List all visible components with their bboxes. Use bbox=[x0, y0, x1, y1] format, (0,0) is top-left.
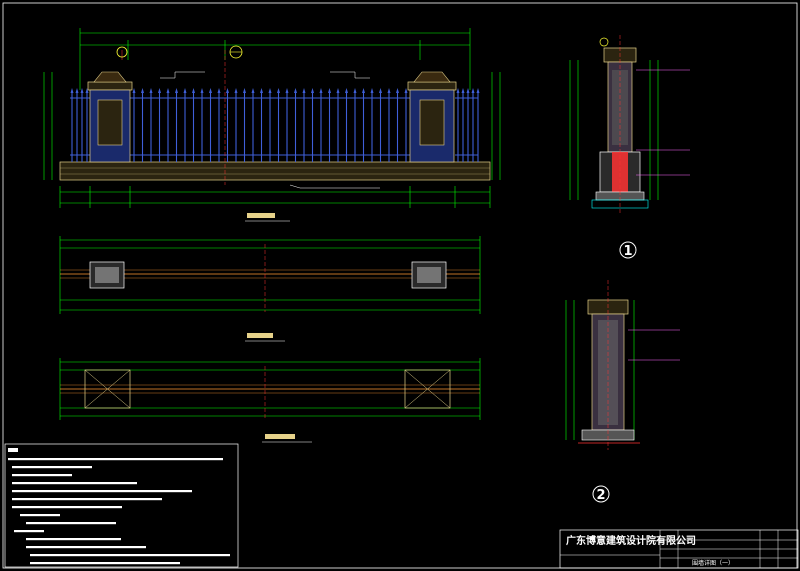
plan1-left-pillar bbox=[89, 261, 125, 289]
right-spear-3 bbox=[471, 88, 475, 93]
note-line-11 bbox=[26, 546, 146, 549]
note-line-9 bbox=[14, 530, 44, 533]
left-spear-3 bbox=[85, 88, 89, 93]
note-line-10 bbox=[26, 538, 121, 541]
elevation-bottom-dimensions bbox=[59, 186, 491, 208]
middle-spear-9 bbox=[209, 88, 212, 93]
note-line-2 bbox=[12, 474, 72, 477]
elevation-title-label bbox=[247, 213, 275, 218]
note-line-0 bbox=[8, 458, 223, 461]
fence-plan-view-1 bbox=[59, 236, 481, 342]
elevation-top-dimensions bbox=[79, 28, 471, 90]
note-line-4 bbox=[12, 490, 192, 493]
middle-spear-24 bbox=[336, 88, 340, 93]
section2-number: 2 bbox=[596, 488, 605, 503]
middle-spear-2 bbox=[149, 88, 153, 93]
right-spear-1 bbox=[461, 88, 465, 93]
note-line-6 bbox=[12, 506, 122, 509]
middle-spear-22 bbox=[319, 88, 323, 93]
middle-spear-7 bbox=[192, 88, 195, 93]
fence-bars-middle bbox=[132, 88, 408, 162]
section1-top-marker bbox=[599, 37, 609, 47]
section1-number: 1 bbox=[623, 244, 632, 259]
note-line-7 bbox=[20, 514, 60, 517]
section-detail-2: 2 bbox=[565, 280, 680, 503]
right-pillar bbox=[407, 71, 457, 163]
section-detail-1: 1 bbox=[569, 35, 690, 259]
middle-spear-12 bbox=[234, 88, 238, 93]
middle-spear-25 bbox=[345, 88, 348, 93]
note-line-13 bbox=[30, 562, 180, 565]
middle-spear-10 bbox=[217, 88, 221, 93]
note-line-3 bbox=[12, 482, 137, 485]
section1-marker: 1 bbox=[619, 241, 637, 259]
middle-spear-1 bbox=[141, 88, 144, 93]
note-line-5 bbox=[12, 498, 162, 501]
middle-spear-4 bbox=[166, 88, 170, 93]
note-line-1 bbox=[12, 466, 92, 469]
brick-base-wall bbox=[59, 161, 491, 181]
left-spear-0 bbox=[70, 88, 74, 93]
middle-spear-6 bbox=[183, 88, 187, 93]
plan2-title-label bbox=[265, 434, 295, 439]
middle-spear-11 bbox=[226, 88, 229, 93]
middle-spear-18 bbox=[285, 88, 289, 93]
middle-spear-15 bbox=[260, 88, 263, 93]
elevation-side-dimensions bbox=[43, 72, 501, 180]
fence-bars-left bbox=[70, 88, 89, 162]
middle-spear-20 bbox=[302, 88, 306, 93]
company-name: 广东博意建筑设计院有限公司 bbox=[566, 534, 696, 547]
right-spear-4 bbox=[476, 88, 480, 93]
middle-spear-16 bbox=[268, 88, 272, 93]
section1-leaders bbox=[636, 69, 690, 176]
notes-text-lines bbox=[8, 458, 230, 565]
middle-spear-31 bbox=[396, 88, 399, 93]
middle-spear-17 bbox=[277, 88, 280, 93]
fence-plan-view-2 bbox=[59, 358, 481, 443]
right-spear-2 bbox=[466, 88, 470, 93]
middle-spear-30 bbox=[387, 88, 391, 93]
plan2-left-footing bbox=[84, 369, 131, 409]
brick-hatch bbox=[60, 167, 490, 175]
middle-spear-14 bbox=[251, 88, 255, 93]
section-marker-top-1 bbox=[229, 45, 243, 59]
middle-spear-23 bbox=[328, 88, 331, 93]
note-line-8 bbox=[26, 522, 116, 525]
middle-spear-27 bbox=[362, 88, 365, 93]
fence-rails bbox=[70, 97, 478, 156]
fence-bars-right bbox=[456, 88, 480, 162]
section-marker-top-2 bbox=[116, 46, 128, 58]
middle-spear-28 bbox=[370, 88, 374, 93]
middle-spear-5 bbox=[175, 88, 178, 93]
plan1-title-label bbox=[247, 333, 273, 338]
elevation-leaders bbox=[160, 71, 380, 189]
middle-spear-0 bbox=[132, 88, 136, 93]
middle-spear-21 bbox=[311, 88, 314, 93]
left-spear-2 bbox=[80, 88, 84, 93]
section2-leaders bbox=[628, 329, 680, 361]
right-spear-0 bbox=[456, 88, 460, 93]
plan1-right-pillar bbox=[411, 261, 447, 289]
plan2-right-footing bbox=[404, 369, 451, 409]
middle-spear-8 bbox=[200, 88, 204, 93]
middle-spear-19 bbox=[294, 88, 297, 93]
section2-marker: 2 bbox=[592, 485, 610, 503]
middle-spear-3 bbox=[158, 88, 161, 93]
left-pillar bbox=[87, 71, 133, 163]
title-block: 广东博意建筑设计院有限公司 围墙详图（一） bbox=[559, 529, 799, 569]
drawing-name: 围墙详图（一） bbox=[692, 559, 734, 567]
left-spear-1 bbox=[75, 88, 79, 93]
general-notes-box bbox=[4, 443, 239, 568]
middle-spear-32 bbox=[404, 88, 408, 93]
middle-spear-13 bbox=[243, 88, 246, 93]
fence-elevation-view bbox=[43, 28, 501, 222]
note-line-12 bbox=[30, 554, 230, 557]
middle-spear-26 bbox=[353, 88, 357, 93]
middle-spear-29 bbox=[379, 88, 382, 93]
